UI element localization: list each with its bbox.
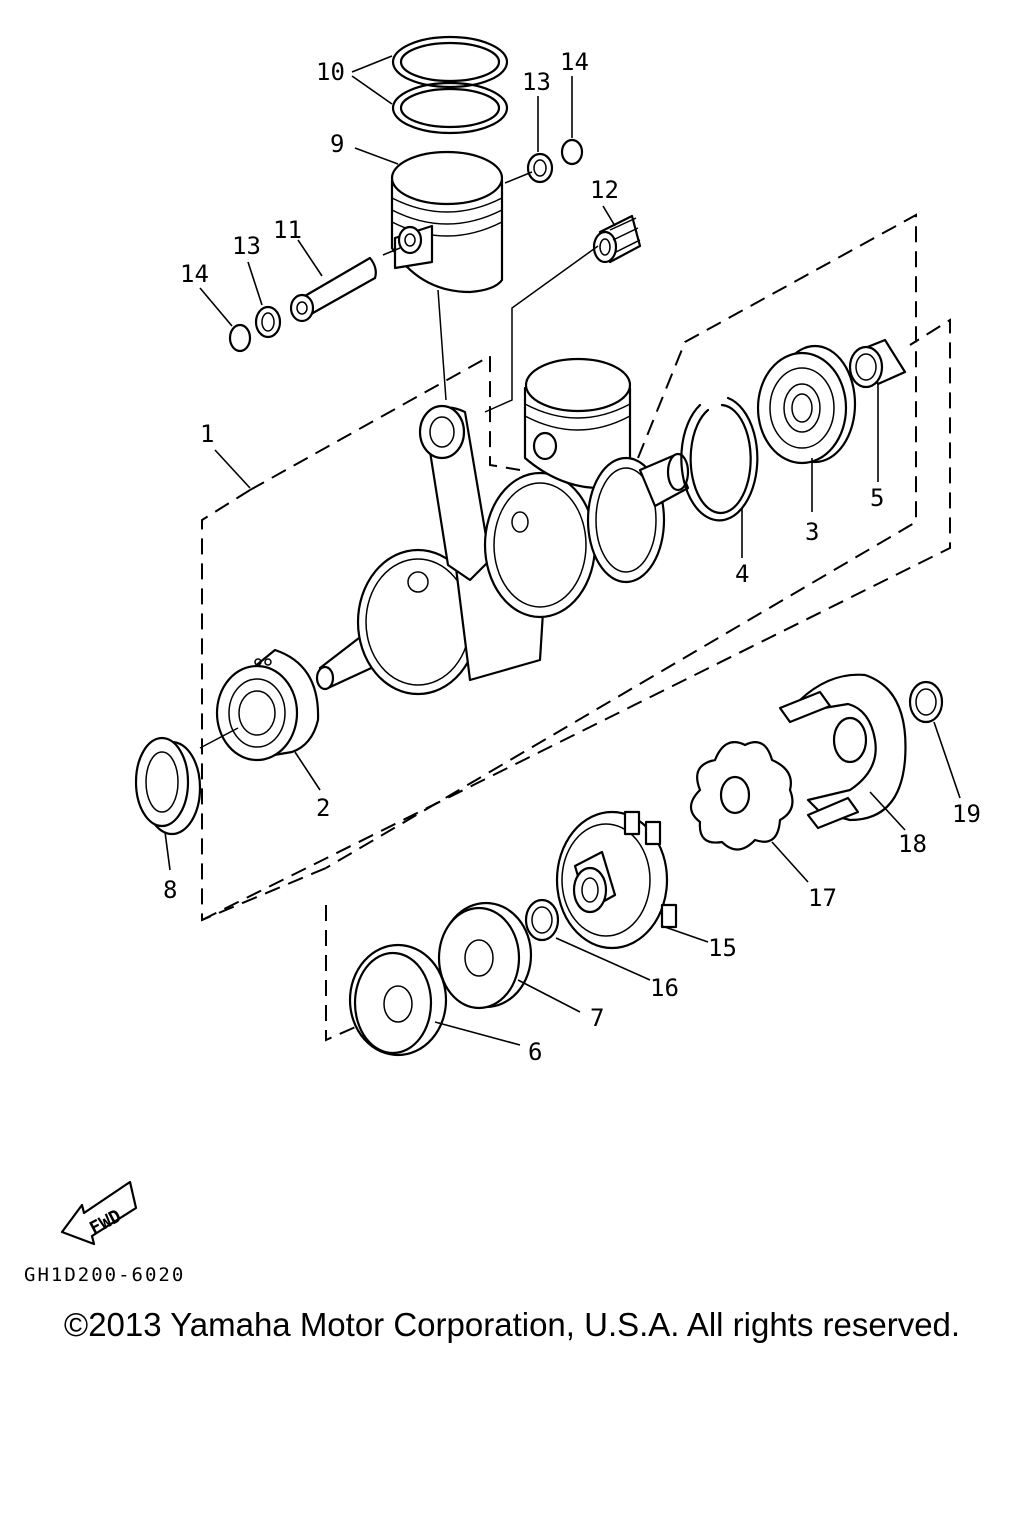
callout-19: 19 — [952, 800, 981, 828]
callout-15: 15 — [708, 934, 737, 962]
oil-seal — [134, 727, 239, 836]
rear-bearing — [756, 344, 857, 465]
callout-13-left: 13 — [232, 232, 261, 260]
callout-16: 16 — [650, 974, 679, 1002]
callout-5: 5 — [870, 484, 884, 512]
coupling-housing — [778, 673, 907, 830]
callout-4: 4 — [735, 560, 749, 588]
callout-7: 7 — [590, 1004, 604, 1032]
flanged-washer — [348, 943, 448, 1057]
piston-pin — [289, 256, 377, 323]
o-ring — [524, 898, 560, 942]
main-bearing — [215, 648, 320, 762]
callout-18: 18 — [898, 830, 927, 858]
callout-labels: 10 9 13 14 12 11 13 14 1 5 3 4 2 8 19 18… — [163, 48, 981, 1066]
needle-bearing — [592, 214, 642, 264]
circlips-and-washers — [228, 138, 584, 353]
piston-rings — [391, 35, 509, 135]
callout-14-left: 14 — [180, 260, 209, 288]
guide-lines — [382, 171, 599, 413]
callout-6: 6 — [528, 1038, 542, 1066]
callout-9: 9 — [330, 130, 344, 158]
forward-arrow-icon: FWD — [60, 1180, 138, 1246]
washer — [908, 680, 944, 724]
spacer — [437, 901, 533, 1010]
crankshaft-assembly — [315, 357, 690, 696]
callout-12: 12 — [590, 176, 619, 204]
callout-3: 3 — [805, 518, 819, 546]
large-circlip — [680, 396, 759, 522]
leader-lines — [164, 55, 961, 1046]
callout-8: 8 — [163, 876, 177, 904]
callout-10: 10 — [316, 58, 345, 86]
piston — [390, 150, 504, 294]
callout-17: 17 — [808, 884, 837, 912]
callout-13-right: 13 — [522, 68, 551, 96]
damper — [689, 741, 794, 851]
callout-1: 1 — [200, 420, 214, 448]
collar — [848, 338, 907, 389]
diagram-code: GH1D200-6020 — [24, 1264, 186, 1286]
callout-2: 2 — [316, 794, 330, 822]
callout-14-right: 14 — [560, 48, 589, 76]
callout-11: 11 — [273, 216, 302, 244]
coupling — [555, 810, 678, 950]
copyright-notice: ©2013 Yamaha Motor Corporation, U.S.A. A… — [63, 1306, 961, 1343]
